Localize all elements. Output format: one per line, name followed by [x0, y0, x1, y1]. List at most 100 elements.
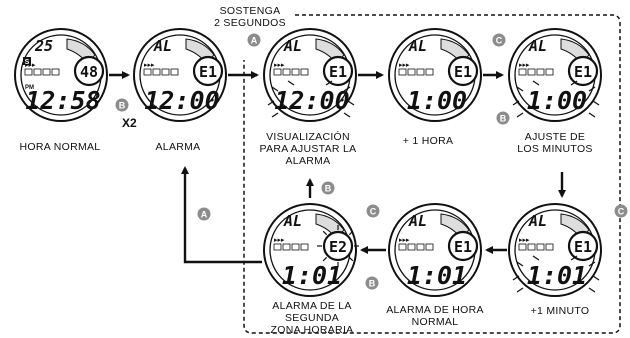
flash-ray	[512, 275, 520, 281]
indicator-square	[143, 68, 152, 76]
indicator-square	[536, 243, 545, 251]
indicator-square	[273, 243, 282, 251]
flash-ray	[588, 86, 596, 92]
main-time-display: 12:00	[144, 86, 219, 115]
flash-ray	[516, 287, 524, 293]
indicator-square	[51, 68, 60, 76]
svg-text:A: A	[201, 210, 208, 220]
indicator-square	[425, 68, 434, 76]
badge-b-exit: B	[321, 181, 335, 195]
watch-top-display: AL	[408, 37, 427, 55]
caption-hora-normal: HORA NORMAL	[19, 141, 101, 153]
svg-text:B: B	[500, 114, 507, 124]
indicator-square	[416, 243, 425, 251]
side-display-ring	[567, 55, 599, 87]
indicator-square	[398, 68, 407, 76]
flash-ray	[516, 261, 524, 267]
flash-ray	[322, 256, 328, 262]
flash-ray	[588, 287, 596, 293]
badge-c-mas-1-minuto: C	[614, 204, 628, 218]
caption-ajuste: VISUALIZACIÓN PARA AJUSTAR LA ALARMA	[259, 131, 357, 167]
svg-text:A: A	[251, 36, 258, 46]
indicator-arrows: ▸▸▸	[399, 61, 410, 69]
indicator-square	[42, 68, 51, 76]
watch-top-display: AL	[528, 37, 547, 55]
side-display-ring	[447, 55, 479, 87]
flash-ray	[532, 80, 540, 86]
badge-a-ajuste: A	[247, 33, 261, 47]
badge-c-mas-1-hora: C	[492, 33, 506, 47]
main-time-display: 12:58	[25, 86, 100, 115]
side-display-ring	[73, 55, 105, 87]
indicator-arrows: ▸▸▸	[274, 61, 285, 69]
watch-top-display: AL	[408, 212, 427, 230]
flash-ray	[516, 112, 524, 118]
side-display-ring	[192, 55, 224, 87]
caption-alarma: ALARMA	[155, 141, 201, 153]
flash-ray	[592, 100, 600, 106]
indicator-square	[425, 243, 434, 251]
side-display-ring	[322, 230, 354, 262]
indicator-square	[527, 68, 536, 76]
indicator-square	[282, 243, 291, 251]
indicator-square	[545, 68, 554, 76]
badge-b-ajuste-minutos: B	[496, 111, 510, 125]
indicator-square	[398, 243, 407, 251]
flash-ray	[512, 100, 520, 106]
side-display-text: 48	[80, 63, 98, 81]
svg-text:B: B	[369, 279, 376, 289]
arrow-return-to-alarma	[181, 166, 262, 264]
caption-alarma-hora-normal: ALARMA DE HORA NORMAL	[386, 304, 484, 328]
caption-ajuste-minutos: AJUSTE DE LOS MINUTOS	[517, 131, 593, 155]
side-display-ring	[567, 230, 599, 262]
watch-top-display: AL	[153, 37, 172, 55]
indicator-square	[407, 243, 416, 251]
indicator-square	[518, 243, 527, 251]
indicator-square	[291, 68, 300, 76]
side-display-ring	[322, 55, 354, 87]
flash-ray	[343, 86, 351, 92]
side-display-text: E1	[454, 238, 472, 256]
side-display-text: E1	[199, 63, 217, 81]
indicator-square	[527, 243, 536, 251]
badge-a-return: A	[197, 207, 211, 221]
indicator-arrows: ▸▸▸	[399, 236, 410, 244]
indicator-square	[291, 243, 300, 251]
flash-ray	[347, 100, 355, 106]
indicator-square	[282, 68, 291, 76]
watch-top-display: AL	[283, 37, 302, 55]
side-display-ring	[447, 230, 479, 262]
watch-top-display: 25	[34, 37, 53, 55]
watch-illustrations: 25▸▸▸SPM4812:58AL▸▸▸E112:00AL▸▸▸E112:00A…	[14, 28, 602, 297]
side-display-text: E2	[329, 238, 347, 256]
hold-region-dashed-border	[243, 14, 621, 334]
indicator-square	[170, 68, 179, 76]
flash-ray	[348, 256, 354, 262]
indicator-arrows: ▸▸▸	[519, 236, 530, 244]
side-display-text: E1	[574, 238, 592, 256]
s-indicator	[23, 57, 31, 65]
indicator-square	[407, 68, 416, 76]
main-time-display: 1:00	[527, 86, 587, 115]
flash-ray	[271, 86, 279, 92]
indicator-square	[273, 68, 282, 76]
flash-ray	[588, 112, 596, 118]
indicator-arrows: ▸▸▸	[274, 236, 285, 244]
flash-ray	[516, 86, 524, 92]
flash-ray	[325, 80, 333, 86]
s-indicator-label: S	[25, 59, 30, 66]
indicator-square	[161, 68, 170, 76]
svg-text:C: C	[496, 36, 503, 46]
indicator-square	[416, 68, 425, 76]
side-display-text: E1	[454, 63, 472, 81]
flash-ray	[570, 80, 578, 86]
flash-ray	[343, 112, 351, 118]
flash-ray	[588, 261, 596, 267]
side-display-text: E1	[574, 63, 592, 81]
indicator-square	[24, 68, 33, 76]
side-display-text: E1	[329, 63, 347, 81]
